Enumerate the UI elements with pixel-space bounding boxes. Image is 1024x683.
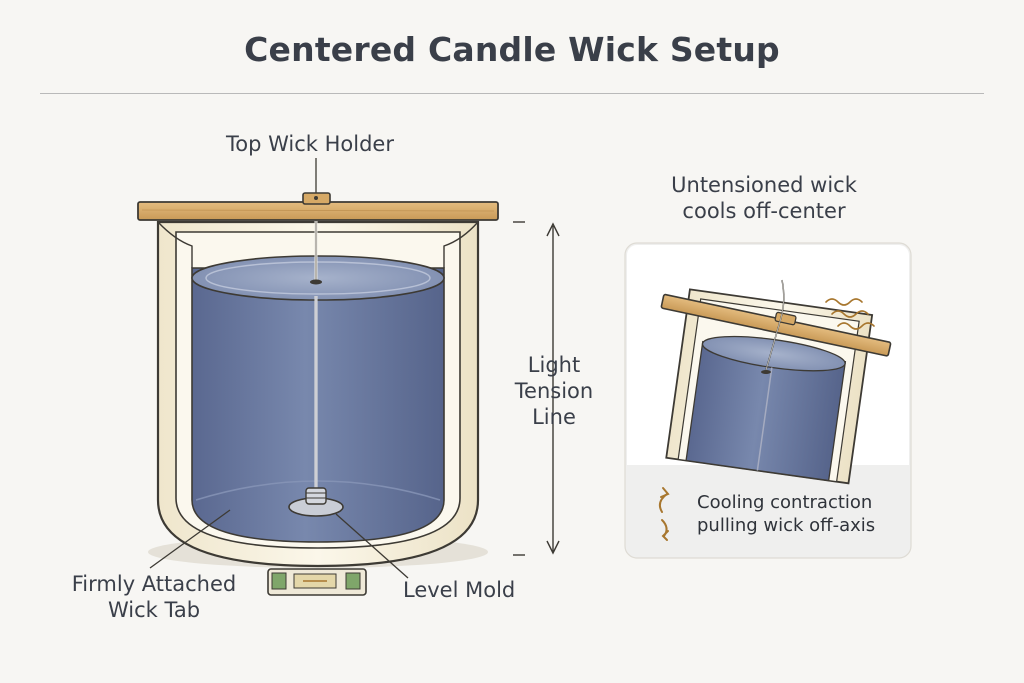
light-tension-line-label-2: Tension <box>514 379 594 403</box>
cooling-label-2: pulling wick off-axis <box>697 515 876 536</box>
cooling-label-1: Cooling contraction <box>697 492 873 513</box>
untensioned-label-2: cools off-center <box>682 199 846 223</box>
top-wick-holder <box>137 192 499 221</box>
level-tool <box>267 568 367 596</box>
light-tension-line-label-1: Light <box>527 353 581 377</box>
top-wick-holder-label: Top Wick Holder <box>226 132 394 156</box>
title-divider <box>40 93 984 94</box>
tension-dimension <box>513 221 560 556</box>
untensioned-label-1: Untensioned wick <box>671 173 857 197</box>
wick-tab-label: Firmly Attached Wick Tab <box>62 571 246 623</box>
level-mold-leader <box>335 513 409 579</box>
heat-waves-icon <box>825 298 875 330</box>
wick-tab-label-2: Wick Tab <box>107 598 201 622</box>
untensioned-label: Untensioned wick cools off-center <box>640 172 888 224</box>
level-mold-label: Level Mold <box>403 578 516 602</box>
page-title: Centered Candle Wick Setup <box>244 30 780 69</box>
cooling-label: Cooling contraction pulling wick off-axi… <box>697 491 875 537</box>
wick-tab-label-1: Firmly Attached <box>71 572 237 596</box>
light-tension-line-label: Light Tension Line <box>508 352 600 430</box>
wick-tab <box>288 487 344 517</box>
light-tension-line-label-3: Line <box>532 405 576 429</box>
curved-arrows-icon <box>658 487 670 541</box>
inset-panel <box>624 242 912 559</box>
wick-tab-leader <box>149 509 231 569</box>
main-mold <box>148 220 488 568</box>
